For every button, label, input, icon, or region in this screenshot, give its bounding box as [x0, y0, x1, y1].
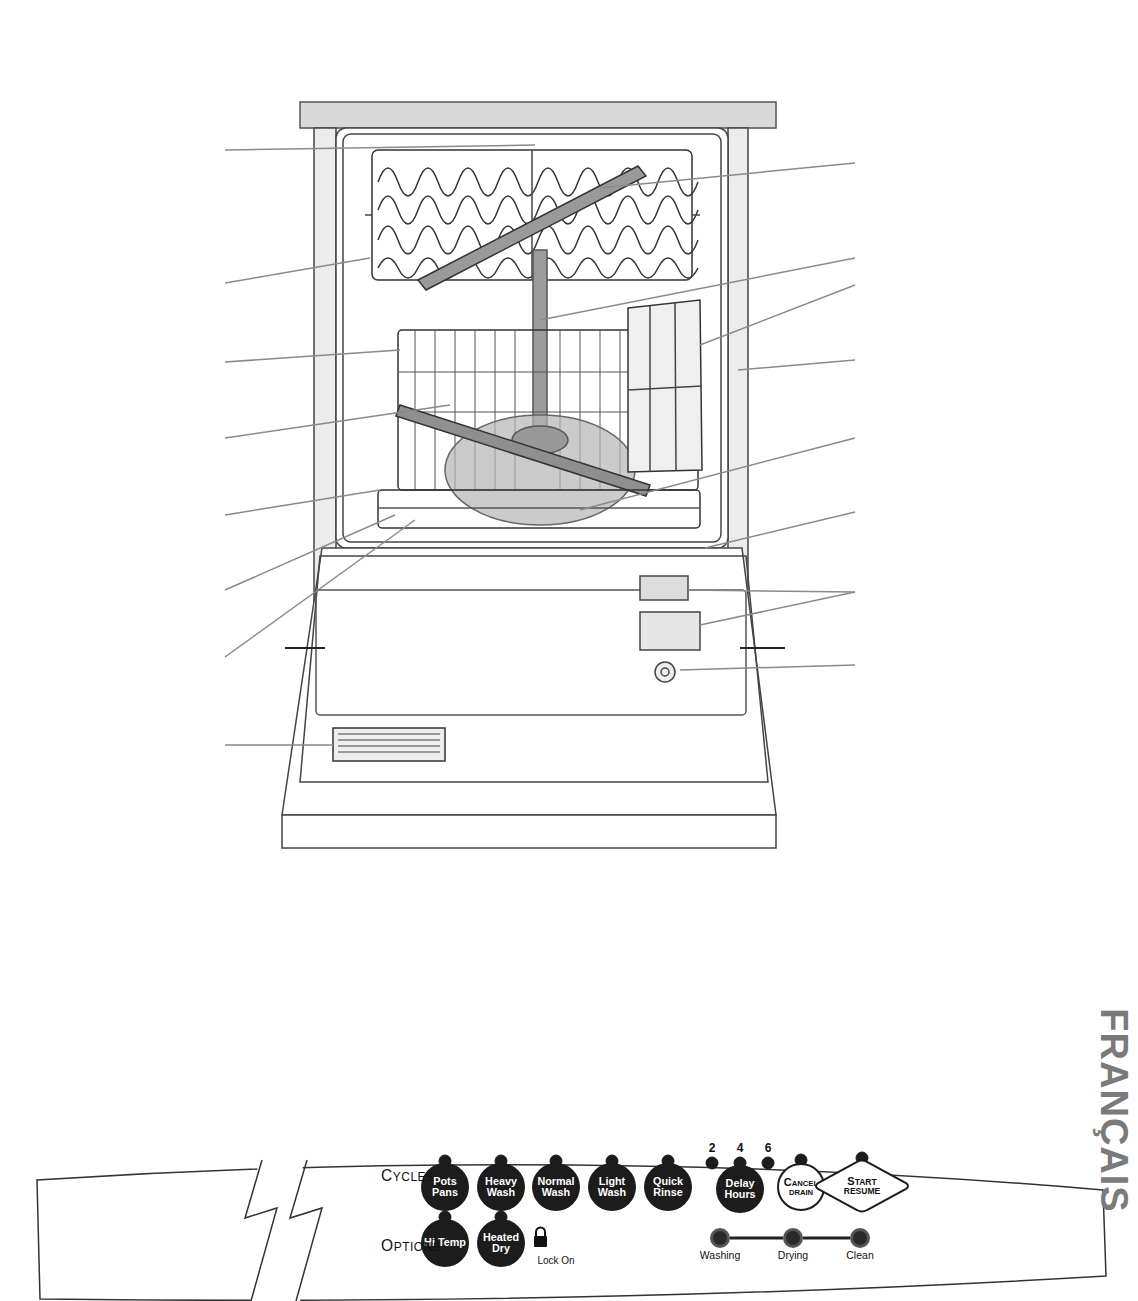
button-label: START RESUME — [832, 1176, 892, 1196]
button-label: Drying — [778, 1250, 808, 1261]
leader-lines — [225, 145, 855, 745]
language-tab: FRANÇAIS — [1091, 1008, 1134, 1212]
button-label: Quick Rinse — [646, 1176, 690, 1199]
delay-button: Delay Hours — [716, 1165, 764, 1213]
button-label: Washing — [700, 1250, 740, 1261]
indicator-link — [803, 1237, 850, 1240]
button-label: Light Wash — [590, 1176, 634, 1199]
option-button: Heated Dry — [477, 1219, 525, 1267]
section-heading: CYCLES — [381, 1167, 435, 1185]
lock-icon — [534, 1228, 547, 1248]
status-light: Clean — [850, 1228, 870, 1248]
cycle-button: Normal Wash — [532, 1163, 580, 1211]
cycle-button: Quick Rinse — [644, 1163, 692, 1211]
start-button: START RESUME — [813, 1159, 911, 1213]
button-label: Heavy Wash — [479, 1176, 523, 1199]
button-label: Clean — [846, 1250, 873, 1261]
status-light: Drying — [783, 1228, 803, 1248]
lock-label: Lock On — [537, 1255, 574, 1266]
status-light: Washing — [710, 1228, 730, 1248]
button-label: Delay Hours — [718, 1178, 762, 1201]
delay-number: 6 — [765, 1141, 772, 1155]
button-label: Normal Wash — [534, 1176, 578, 1199]
section-heading: OPTIONS — [381, 1237, 441, 1255]
cycle-button: Light Wash — [588, 1163, 636, 1211]
button-label: Heated Dry — [479, 1232, 523, 1255]
delay-number: 4 — [737, 1141, 744, 1155]
indicator-link — [730, 1237, 783, 1240]
cycle-button: Heavy Wash — [477, 1163, 525, 1211]
delay-number: 2 — [709, 1141, 716, 1155]
